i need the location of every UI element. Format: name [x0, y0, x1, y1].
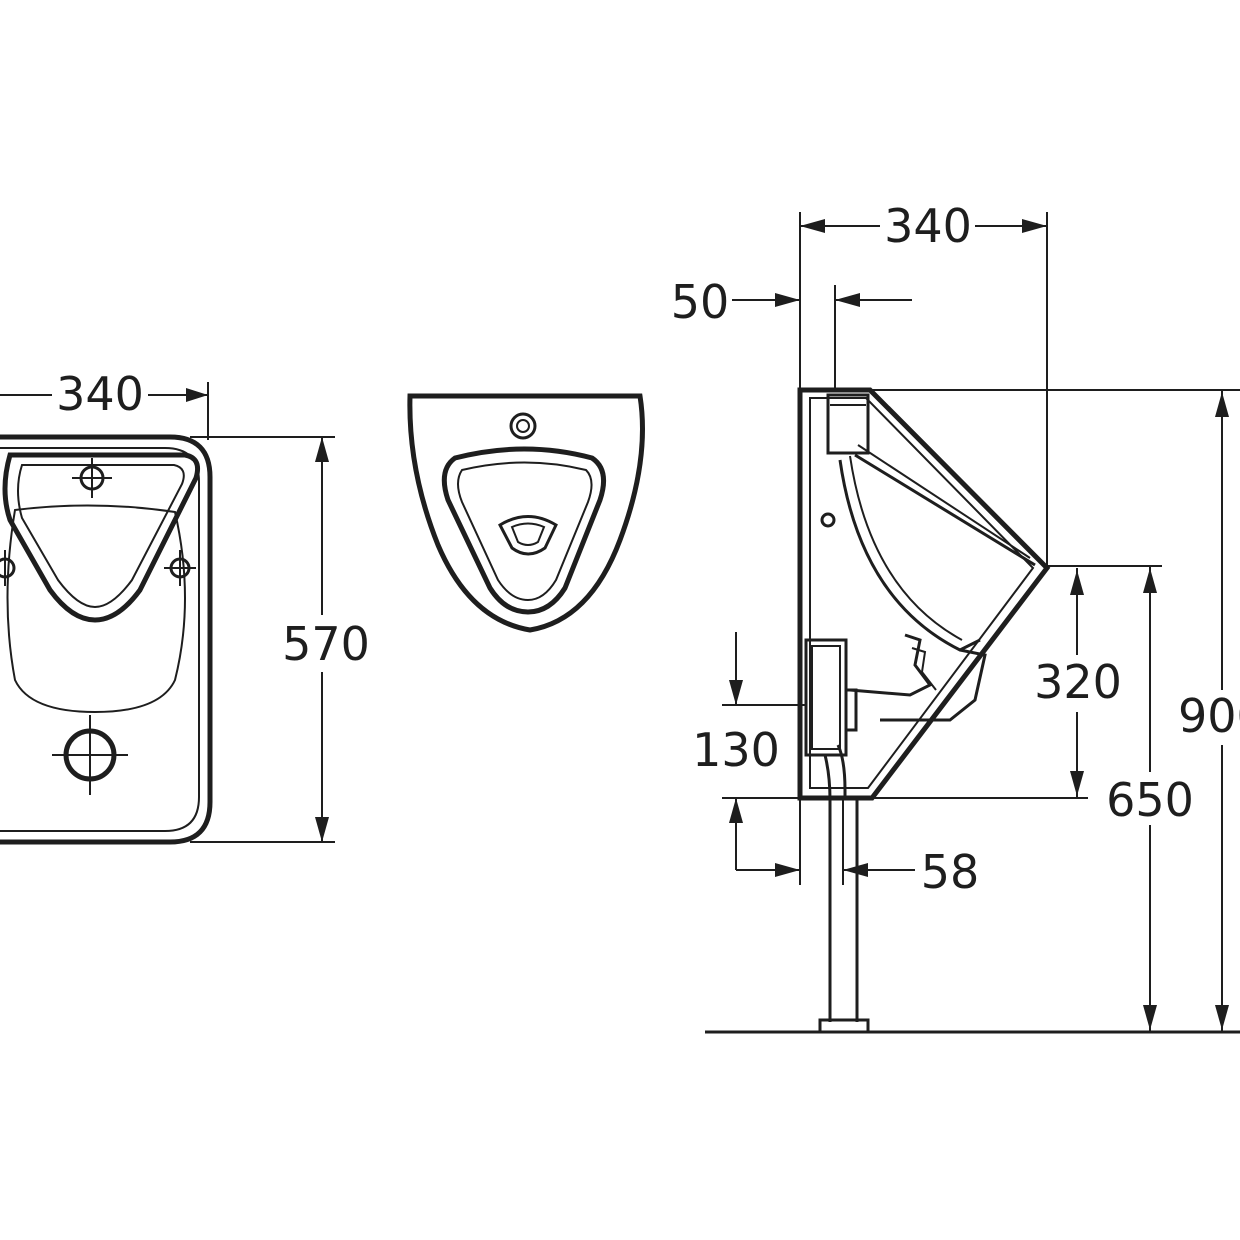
side-wall-offset-label: 50 — [671, 275, 730, 329]
top-drain — [498, 515, 558, 556]
side-trap — [849, 633, 933, 697]
side-overall-height-label: 900 — [1178, 689, 1240, 743]
front-bowl-outline — [2, 452, 201, 623]
top-view — [407, 393, 645, 633]
side-bowl-curve — [838, 459, 981, 652]
side-body-outline — [797, 387, 1051, 801]
side-inlet-height-label: 130 — [692, 723, 780, 777]
side-valve — [844, 688, 858, 732]
front-view-inner-outline — [0, 447, 200, 832]
front-view-outline — [0, 434, 213, 845]
front-height-arrow-bottom — [315, 817, 329, 842]
front-lower-recess — [6, 504, 186, 714]
side-rim-height-label: 650 — [1106, 773, 1194, 827]
pipe-foot — [818, 1018, 870, 1034]
top-bowl-outline — [441, 446, 607, 615]
front-width-label: 340 — [56, 367, 144, 421]
front-width-arrow-right — [186, 388, 208, 402]
top-inlet — [509, 412, 537, 440]
top-view-outline — [407, 393, 645, 633]
front-height-label: 570 — [282, 617, 370, 671]
front-height-arrow-top — [315, 437, 329, 462]
side-bowl-height-label: 320 — [1034, 655, 1122, 709]
side-inlet-block — [826, 393, 870, 455]
side-fixing-hole — [820, 512, 836, 528]
side-view: 340 50 900 650 320 1 — [671, 199, 1240, 1034]
left-fixing-hole — [0, 557, 16, 579]
top-bowl-inner — [457, 461, 593, 602]
front-view: 340 570 — [0, 367, 370, 845]
front-bowl-inner — [17, 464, 185, 609]
side-outlet-offset-label: 58 — [921, 845, 980, 899]
side-depth-label: 340 — [884, 199, 972, 253]
